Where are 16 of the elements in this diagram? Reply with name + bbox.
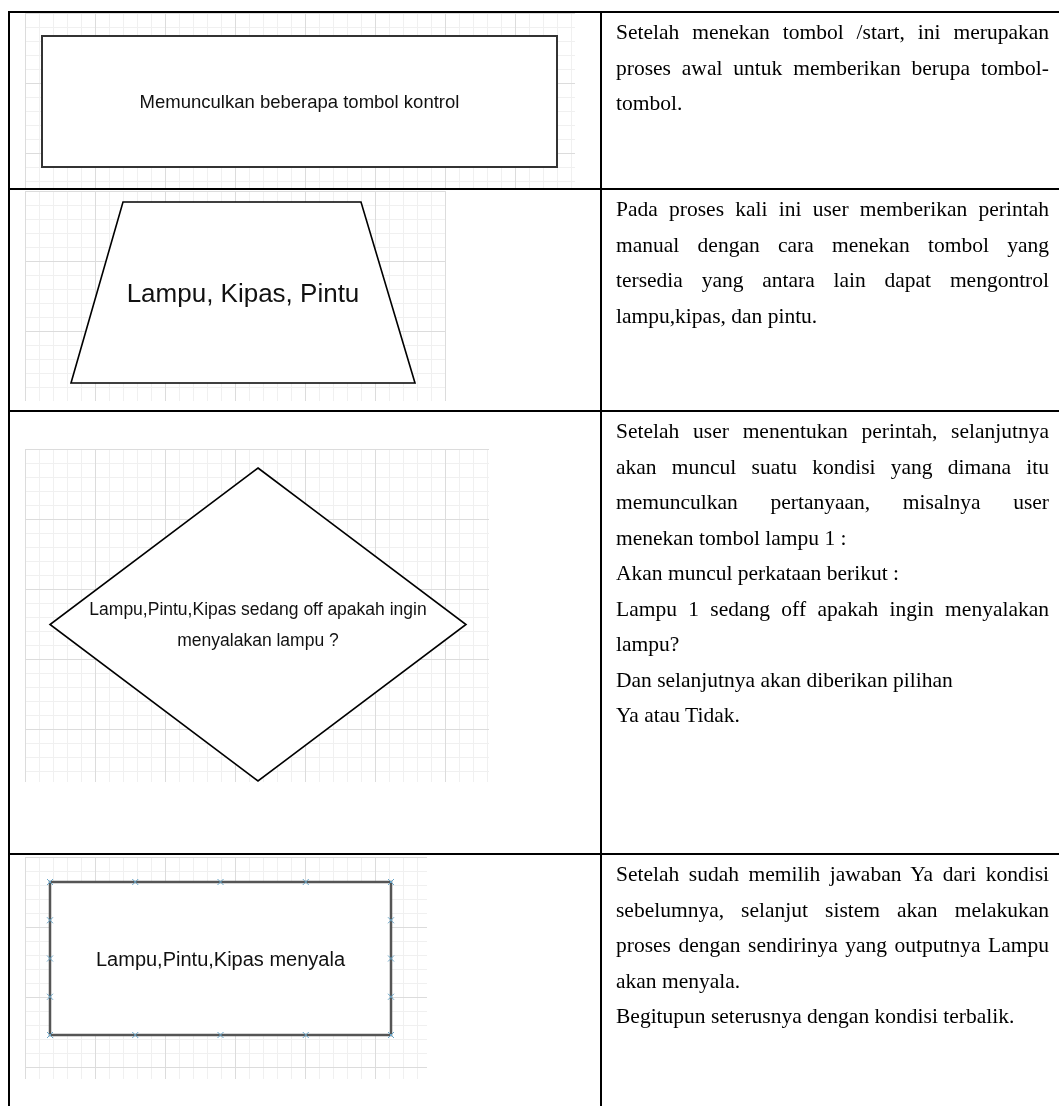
description-text: Begitupun seterusnya dengan kondisi terbalik. — [616, 1003, 1016, 1030]
manual-operation-trapezoid — [67, 198, 419, 387]
description-text: Setelah user menentukan perintah, selanjutnya akan muncul suatu kondisi yang dimana itu memunculkan pertanyaan, misalnya user menekan tombol lampu 1 : — [616, 418, 1049, 552]
description-text: Setelah sudah memilih jawaban Ya dari kondisi sebelumnya, selanjut sistem akan melakukan proses dengan sendirinya yang outputnya Lampu akan menyala. — [616, 861, 1049, 995]
description-text: Akan muncul perkataan berikut : — [616, 560, 900, 587]
shape-label: Lampu,Pintu,Kipas menyala — [95, 946, 345, 972]
shape-label: Lampu, Kipas, Pintu — [126, 276, 360, 309]
shape-label: Memunculkan beberapa tombol kontrol — [139, 89, 460, 114]
description-text: Ya atau Tidak. — [616, 702, 741, 729]
process-box — [46, 878, 395, 1039]
description-text: Setelah menekan tombol /start, ini merupakan proses awal untuk memberikan berupa tombol-tombol. — [616, 19, 1049, 117]
process-box — [38, 32, 561, 171]
shape-label: Lampu,Pintu,Kipas sedang off apakah ingin menyalakan lampu ? — [88, 597, 428, 652]
description-text: Dan selanjutnya akan diberikan pilihan — [616, 666, 954, 694]
description-text: Lampu 1 sedang off apakah ingin menyalakan lampu? — [616, 595, 1049, 658]
description-text: Pada proses kali ini user memberikan perintah manual dengan cara menekan tombol yang tersedia yang antara lain dapat mengontrol lampu,kipas, dan pintu. — [616, 196, 1049, 330]
